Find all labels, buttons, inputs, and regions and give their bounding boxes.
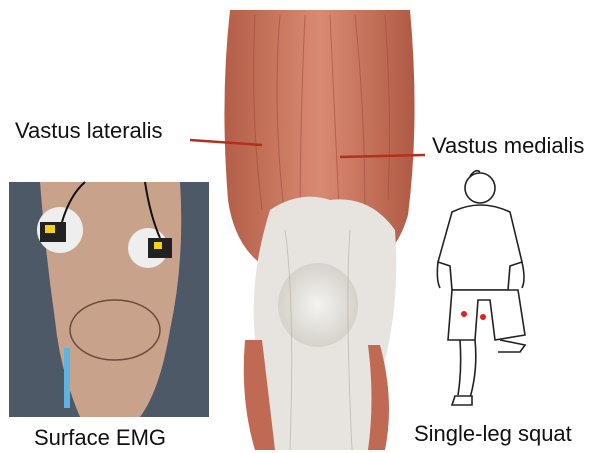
emg-photo	[9, 182, 209, 417]
squat-figure-illustration	[437, 171, 525, 405]
vastus-medialis-label: Vastus medialis	[432, 133, 584, 159]
patella	[278, 263, 358, 347]
surface-emg-label: Surface EMG	[34, 425, 166, 451]
single-leg-squat-label: Single-leg squat	[414, 421, 572, 447]
electrode-marker-2	[480, 314, 486, 320]
electrode-marker-1	[461, 311, 467, 317]
vastus-lateralis-label: Vastus lateralis	[15, 118, 163, 144]
